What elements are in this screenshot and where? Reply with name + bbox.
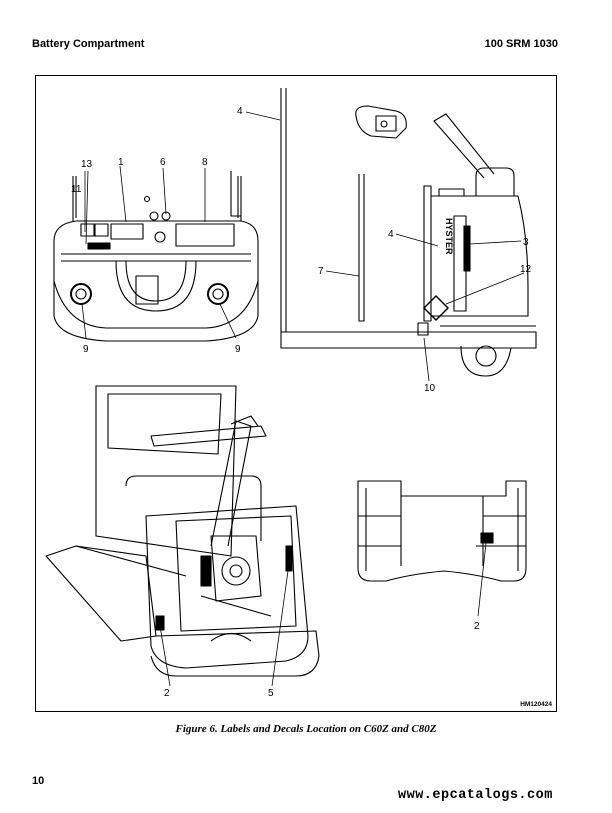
section-title: Battery Compartment xyxy=(32,38,145,50)
hyster-brand-marking: HYSTER xyxy=(444,218,454,255)
rear-view-drawing xyxy=(357,480,527,582)
figure-frame: HYSTER xyxy=(35,75,557,712)
rear-view-leader xyxy=(477,542,487,617)
callout-4-upper: 4 xyxy=(237,106,243,117)
document-code: 100 SRM 1030 xyxy=(484,38,558,50)
callout-6: 6 xyxy=(160,157,166,168)
callout-1: 1 xyxy=(118,157,124,168)
callout-10: 10 xyxy=(424,383,436,394)
callout-13: 13 xyxy=(81,159,93,170)
top-view-drawing xyxy=(53,171,259,342)
callout-labels: 13 1 6 8 11 9 9 4 4 3 7 12 10 2 5 2 xyxy=(71,106,532,699)
callout-2-isometric: 2 xyxy=(164,688,170,699)
labels-decals-illustration: HYSTER xyxy=(45,88,537,699)
callout-4-lower: 4 xyxy=(388,229,394,240)
side-view-drawing xyxy=(280,88,537,377)
figure-caption: Figure 6. Labels and Decals Location on … xyxy=(175,723,437,735)
watermark: www.epcatalogs.com xyxy=(398,788,553,803)
isometric-leaders xyxy=(159,570,289,687)
callout-5: 5 xyxy=(268,688,274,699)
callout-7: 7 xyxy=(318,266,324,277)
drawing-id: HM120424 xyxy=(520,701,552,708)
callout-11: 11 xyxy=(71,184,82,195)
page-number: 10 xyxy=(32,775,45,787)
callout-9-left: 9 xyxy=(83,344,89,355)
callout-12: 12 xyxy=(520,264,532,275)
isometric-truck-drawing xyxy=(45,385,320,677)
callout-9-right: 9 xyxy=(235,344,241,355)
top-view-leaders xyxy=(81,165,237,339)
callout-8: 8 xyxy=(202,157,208,168)
side-view-leaders xyxy=(245,111,525,382)
callout-2-rear: 2 xyxy=(474,621,480,632)
callout-3: 3 xyxy=(523,237,529,248)
